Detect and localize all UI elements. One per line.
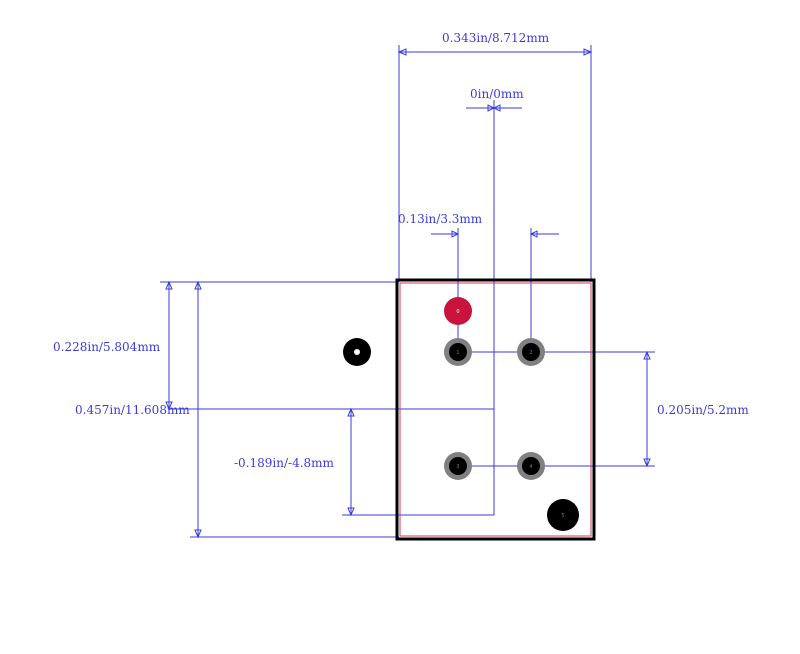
extension-lines bbox=[160, 45, 655, 538]
origin-reference-marker bbox=[343, 338, 371, 366]
dimension-labels: 0.343in/8.712mm 0in/0mm 0.13in/3.3mm 0.2… bbox=[53, 31, 749, 470]
arrow-head bbox=[451, 230, 460, 238]
pad-label: 4 bbox=[529, 464, 532, 470]
arrow-head bbox=[583, 48, 593, 56]
pad-4: 4 bbox=[517, 452, 545, 480]
arrow-head bbox=[347, 407, 355, 417]
pin-offset-y-label: 0.228in/5.804mm bbox=[53, 340, 161, 354]
dimension-lines bbox=[165, 48, 651, 539]
pitch-y-label: 0.205in/5.2mm bbox=[657, 403, 749, 417]
origin-to-row2-label: -0.189in/-4.8mm bbox=[234, 456, 335, 470]
mounting-hole-label: 5 bbox=[561, 513, 564, 519]
mounting-hole: 5 bbox=[547, 499, 579, 531]
origin-offset-label: 0in/0mm bbox=[470, 87, 524, 101]
arrow-head bbox=[165, 280, 173, 290]
pad-label: 2 bbox=[529, 350, 532, 356]
pad-hole bbox=[522, 457, 540, 475]
pad-hole bbox=[449, 457, 467, 475]
origin-marker-inner bbox=[354, 349, 360, 355]
pin1-marker-dot bbox=[444, 297, 472, 325]
arrow-head bbox=[529, 230, 538, 238]
arrow-head bbox=[487, 104, 496, 112]
arrow-head bbox=[194, 280, 202, 290]
arrow-head bbox=[643, 458, 651, 468]
overall-height-label: 0.457in/11.608mm bbox=[75, 403, 190, 417]
arrow-head bbox=[492, 104, 501, 112]
pad-label: 1 bbox=[456, 350, 459, 356]
arrow-head bbox=[397, 48, 407, 56]
pad-label: 3 bbox=[456, 464, 459, 470]
pad-2: 2 bbox=[517, 338, 545, 366]
pitch-x-label: 0.13in/3.3mm bbox=[398, 212, 483, 226]
pin1-marker: 0 bbox=[444, 297, 472, 325]
component-inner-outline bbox=[399, 282, 592, 537]
overall-width-label: 0.343in/8.712mm bbox=[442, 31, 550, 45]
arrow-head bbox=[194, 529, 202, 539]
pad-hole bbox=[522, 343, 540, 361]
pad-3: 3 bbox=[444, 452, 472, 480]
mounting-hole-dot bbox=[547, 499, 579, 531]
arrow-head bbox=[347, 507, 355, 517]
arrow-head bbox=[643, 350, 651, 360]
arrow-head bbox=[165, 401, 173, 411]
component-outline bbox=[395, 278, 596, 541]
pad-hole bbox=[449, 343, 467, 361]
pin1-marker-label: 0 bbox=[456, 309, 459, 315]
pad-1: 1 bbox=[444, 338, 472, 366]
